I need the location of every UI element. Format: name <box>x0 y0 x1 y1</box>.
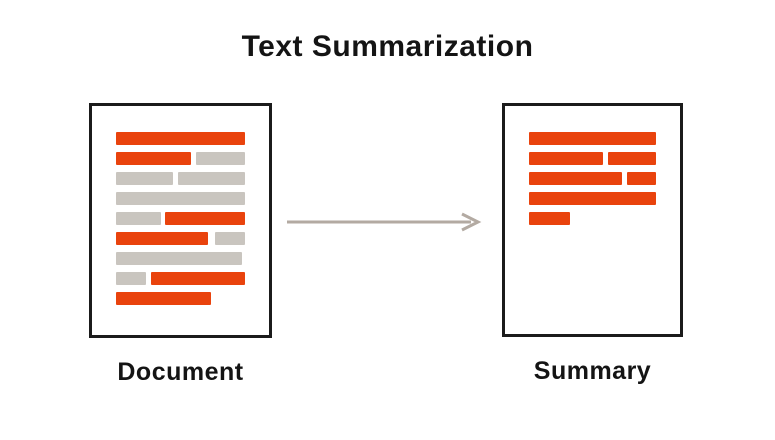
text-bar <box>215 232 245 245</box>
document-label: Document <box>117 358 244 386</box>
text-bar <box>116 172 173 185</box>
text-line-row <box>116 132 245 145</box>
summary-panel: Summary <box>502 103 683 386</box>
highlighted-text-bar <box>607 152 656 165</box>
highlighted-text-bar <box>165 212 245 225</box>
text-line-row <box>116 172 245 185</box>
text-bar <box>116 272 146 285</box>
document-panel: Document <box>89 103 272 387</box>
text-line-row <box>116 192 245 205</box>
document-page <box>89 103 272 338</box>
text-line-row <box>116 152 245 165</box>
text-line-row <box>529 172 656 185</box>
text-line-row <box>116 252 245 265</box>
text-line-row <box>116 212 245 225</box>
highlighted-text-bar <box>529 152 603 165</box>
text-line-row <box>116 292 245 305</box>
highlighted-text-bar <box>529 132 656 145</box>
right-arrow-icon <box>287 212 482 232</box>
text-line-row <box>529 152 656 165</box>
summary-page <box>502 103 683 337</box>
text-bar <box>116 212 162 225</box>
highlighted-text-bar <box>116 152 191 165</box>
diagram-title: Text Summarization <box>241 30 534 63</box>
summary-label: Summary <box>533 357 652 385</box>
text-bar <box>177 172 245 185</box>
text-bar <box>116 192 245 205</box>
text-line-row <box>529 192 656 205</box>
highlighted-text-bar <box>529 172 622 185</box>
highlighted-text-bar <box>116 132 245 145</box>
highlighted-text-bar <box>626 172 656 185</box>
text-line-row <box>529 132 656 145</box>
highlighted-text-bar <box>529 212 570 225</box>
highlighted-text-bar <box>116 232 208 245</box>
transform-arrow <box>285 210 483 234</box>
text-line-row <box>529 212 656 225</box>
text-line-row <box>116 272 245 285</box>
highlighted-text-bar <box>116 292 212 305</box>
highlighted-text-bar <box>529 192 656 205</box>
text-line-row <box>116 232 245 245</box>
text-bar <box>116 252 243 265</box>
highlighted-text-bar <box>150 272 245 285</box>
text-bar <box>195 152 245 165</box>
